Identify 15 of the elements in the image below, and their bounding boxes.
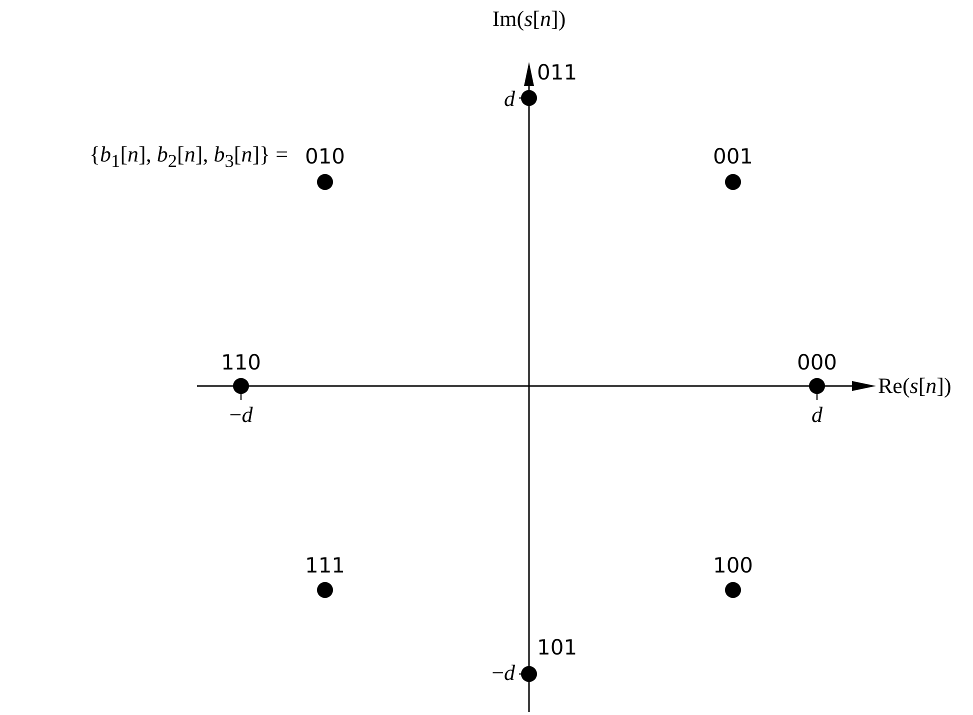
bit-label: 000: [796, 352, 838, 374]
axis-label: Re(s[n]): [878, 375, 952, 397]
bit-label: 100: [712, 556, 754, 576]
bit-label: 001: [712, 146, 754, 168]
bit-label: 011: [537, 62, 578, 84]
axis-label: Im(s[n]): [492, 8, 566, 30]
bit-label: 010: [304, 146, 346, 168]
equation: {b$_{1}$[n], b$_{2}$[n], b$_{3}$[n]} =: [89, 144, 288, 170]
tick-label: d: [812, 404, 822, 426]
bit-label: 101: [537, 638, 578, 658]
tick-label: −d: [229, 404, 253, 426]
bit-label: 111: [304, 556, 346, 576]
tick-label: −d: [492, 662, 515, 684]
tick-label: d: [504, 88, 515, 110]
bit-label: 110: [220, 352, 262, 374]
